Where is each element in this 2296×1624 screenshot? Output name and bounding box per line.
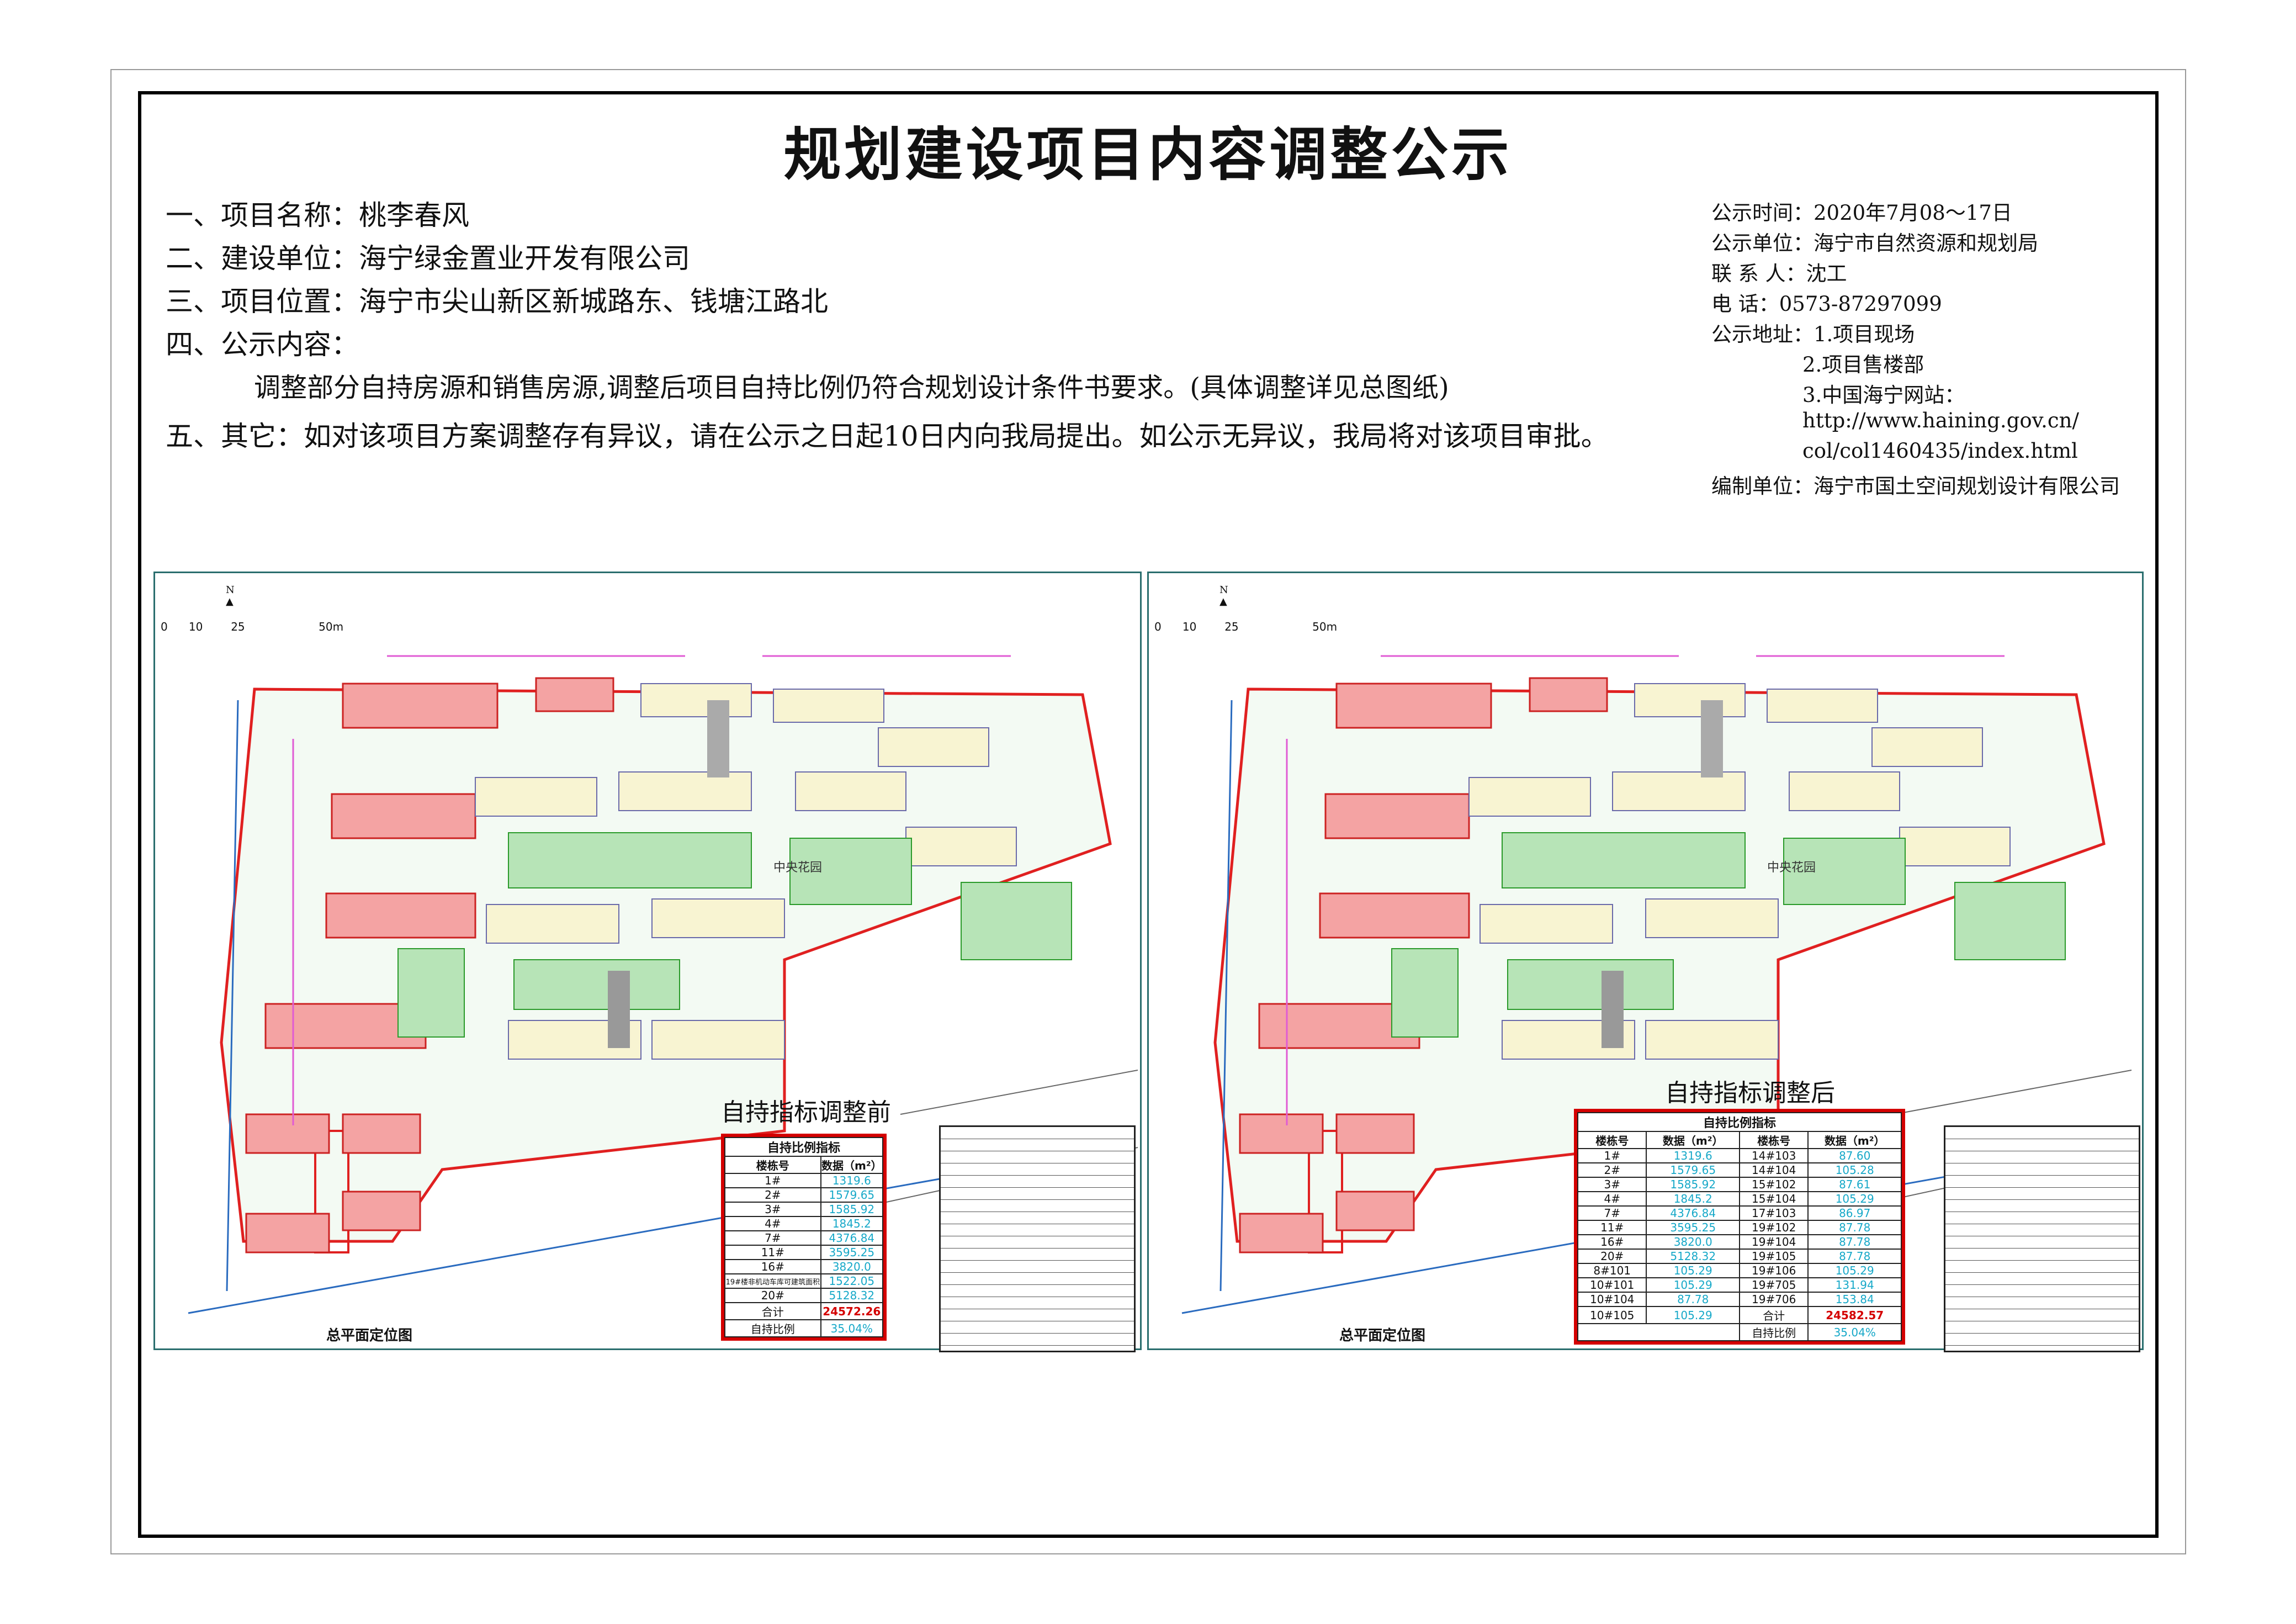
economic-indicators-table	[1944, 1125, 2140, 1352]
info-content-heading: 四、公示内容：	[166, 329, 359, 361]
scale-bar: 0 10 25 50m	[1154, 620, 1338, 633]
site-plan-drawing: 中央花园	[188, 655, 1138, 1314]
notice-address-3: 3.中国海宁网站：	[1802, 383, 1965, 407]
notice-address-2: 2.项目售楼部	[1802, 353, 1924, 377]
notice-url-1[interactable]: http://www.haining.gov.cn/	[1802, 409, 2079, 432]
table-row: 1#1319.6	[724, 1173, 884, 1188]
info-project-name: 一、项目名称：桃李春风	[166, 199, 469, 231]
north-arrow-icon: N▲	[1219, 584, 1228, 607]
info-other: 五、其它：如对该项目方案调整存有异议，请在公示之日起10日内向我局提出。如公示无…	[166, 420, 1609, 452]
info-content-text: 调整部分自持房源和销售房源,调整后项目自持比例仍符合规划设计条件书要求。(具体调…	[254, 372, 1449, 403]
notice-address: 公示地址：1.项目现场	[1711, 322, 1915, 346]
before-ratio-table: 自持比例指标 楼栋号数据（m²） 1#1319.6 2#1579.65 3#15…	[721, 1134, 887, 1341]
table-row: 3#1585.92	[724, 1202, 884, 1217]
notice-phone: 电 话：0573-87297099	[1711, 292, 1942, 316]
after-label: 自持指标调整后	[1665, 1079, 1835, 1107]
table-row: 2#1579.65	[724, 1187, 884, 1203]
central-garden-label: 中央花园	[1767, 861, 1816, 875]
page-title: 规划建设项目内容调整公示	[783, 121, 1513, 188]
table-row: 4#1845.2	[724, 1216, 884, 1231]
economic-indicators-table	[939, 1125, 1136, 1352]
table-row: 7#4376.84	[724, 1230, 884, 1246]
site-plan-before: 中央花园 0 10 25 50m N▲ 总平面定位图 自持指标调整前 自持比例指…	[153, 572, 1142, 1352]
plan-caption: 总平面定位图	[326, 1327, 413, 1344]
scale-bar: 0 10 25 50m	[161, 620, 344, 633]
before-label: 自持指标调整前	[721, 1098, 891, 1126]
table-row: 20#5128.32	[724, 1288, 884, 1303]
notice-url-2[interactable]: col/col1460435/index.html	[1802, 439, 2078, 463]
notice-time: 公示时间：2020年7月08～17日	[1711, 201, 2012, 225]
page-border	[110, 69, 2186, 1554]
after-table-title: 自持比例指标	[1577, 1112, 1902, 1132]
before-table-title: 自持比例指标	[724, 1137, 883, 1157]
notice-unit: 公示单位：海宁市自然资源和规划局	[1711, 231, 2038, 255]
table-row: 11#3595.25	[724, 1245, 884, 1260]
info-location: 三、项目位置：海宁市尖山新区新城路东、钱塘江路北	[166, 285, 828, 318]
notice-contact: 联 系 人：沈工	[1711, 262, 1847, 285]
notice-compiler: 编制单位：海宁市国土空间规划设计有限公司	[1711, 474, 2120, 498]
notice-frame	[138, 91, 2159, 1538]
plan-caption: 总平面定位图	[1339, 1327, 1426, 1344]
site-plan-after: 中央花园 0 10 25 50m N▲ 总平面定位图 自持指标调整后 自持比例指…	[1147, 572, 2144, 1352]
info-developer: 二、建设单位：海宁绿金置业开发有限公司	[166, 242, 690, 274]
north-arrow-icon: N▲	[226, 584, 235, 607]
table-row: 16#3820.0	[724, 1259, 884, 1274]
central-garden-label: 中央花园	[773, 861, 822, 875]
site-plan-drawing: 中央花园	[1181, 655, 2132, 1314]
